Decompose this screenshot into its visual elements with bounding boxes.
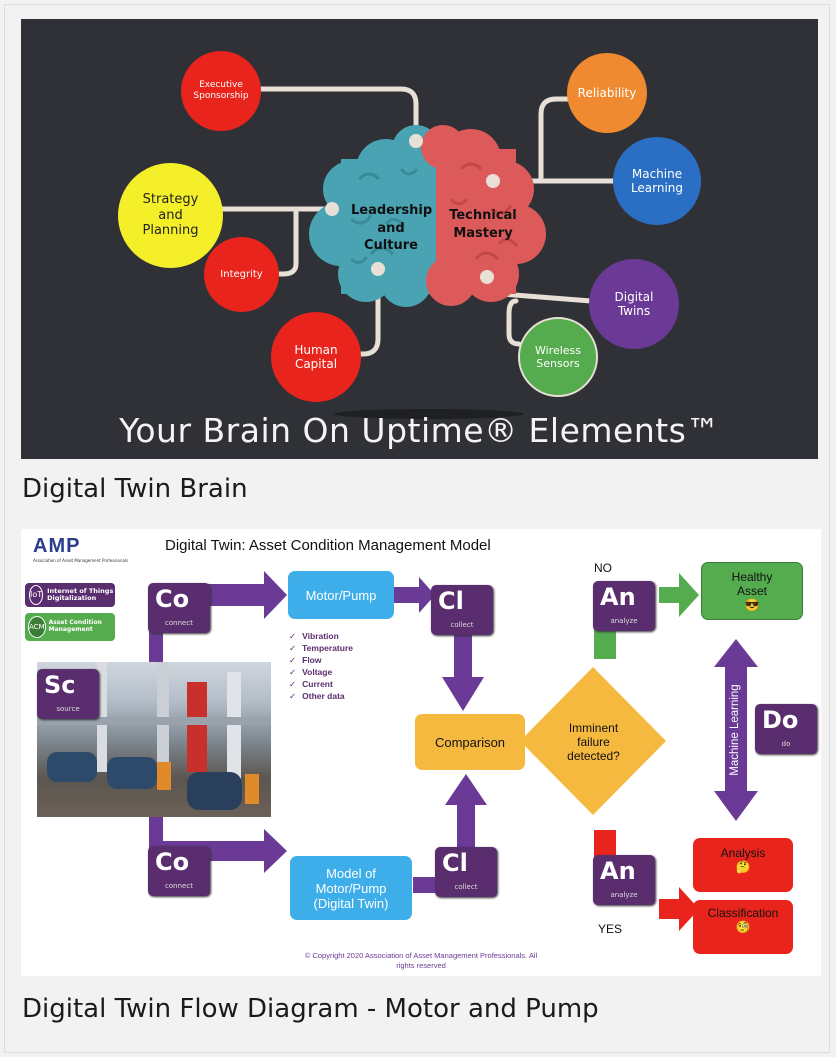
caption-flow: Digital Twin Flow Diagram - Motor and Pu…: [22, 994, 599, 1024]
tile-do-label: do: [781, 740, 791, 748]
tile-analyze-top: An analyze: [593, 581, 655, 631]
node-wireless-sensors: Wireless Sensors: [518, 317, 598, 397]
healthy-asset-box: Healthy Asset 😎: [701, 562, 803, 620]
data-item: ✓Other data: [289, 691, 345, 701]
classification-box: Classification 🧐: [693, 900, 793, 954]
amp-tagline: Association of Asset Management Professi…: [33, 558, 129, 563]
tile-source-label: source: [56, 705, 80, 713]
monocle-emoji-icon: 🧐: [735, 920, 751, 934]
right-lobe-label: Technical Mastery: [449, 208, 517, 241]
brain-infographic: Leadership and Culture Technical Mastery…: [21, 19, 818, 459]
acm-label: Asset Condition Management: [48, 619, 102, 633]
check-icon: ✓: [289, 691, 297, 701]
check-icon: ✓: [289, 667, 297, 677]
tile-collect-bottom: Cl collect: [435, 847, 497, 897]
node-executive-sponsorship: Executive Sponsorship: [181, 51, 261, 131]
tile-connect-bottom-symbol: Co: [155, 848, 190, 876]
data-item: ✓Temperature: [289, 643, 353, 653]
decision-text: Imminent failure detected?: [567, 721, 620, 763]
caption-brain: Digital Twin Brain: [22, 474, 248, 504]
tile-connect-top-label: connect: [165, 619, 193, 627]
tile-connect-bottom: Co connect: [148, 846, 210, 896]
data-item: ✓Vibration: [289, 631, 339, 641]
check-icon: ✓: [289, 643, 297, 653]
analysis-box: Analysis 🤔: [693, 838, 793, 892]
tile-analyze-bottom: An analyze: [593, 855, 655, 905]
no-label: NO: [594, 561, 612, 575]
check-icon: ✓: [289, 679, 297, 689]
tile-connect-top-symbol: Co: [155, 585, 190, 613]
connector-integrity: [273, 206, 299, 277]
connector-executive: [253, 86, 419, 142]
iot-icon: IoT: [29, 585, 44, 605]
data-item: ✓Flow: [289, 655, 322, 665]
slogan: Your Brain On Uptime® Elements™: [119, 411, 720, 450]
brain-left-lobe: [309, 125, 440, 307]
classification-label: Classification: [707, 906, 779, 920]
check-icon: ✓: [289, 631, 297, 641]
tile-do-symbol: Do: [762, 706, 799, 734]
tile-connect-top: Co connect: [148, 583, 210, 633]
node-digital-twins: Digital Twins: [589, 259, 679, 349]
left-lobe-label: Leadership and Culture: [351, 203, 433, 254]
data-item: ✓Current: [289, 679, 333, 689]
tile-collect-bottom-label: collect: [454, 883, 478, 891]
comparison-box: Comparison: [415, 714, 525, 770]
amp-logo: AMP Association of Asset Management Prof…: [33, 535, 129, 563]
node-human-capital: Human Capital: [271, 312, 361, 402]
tile-collect-top: Cl collect: [431, 585, 493, 635]
thinking-emoji-icon: 🤔: [735, 860, 751, 874]
node-strategy-planning: Strategy and Planning: [118, 163, 223, 268]
tile-analyze-top-label: analyze: [610, 617, 638, 625]
tile-analyze-top-symbol: An: [600, 583, 636, 611]
flow-diagram: AMP Association of Asset Management Prof…: [21, 529, 821, 976]
connector-wireless: [506, 298, 522, 347]
amp-logo-text: AMP: [33, 535, 81, 557]
tile-source: Sc source: [37, 669, 99, 719]
analysis-label: Analysis: [720, 846, 766, 860]
cool-emoji-icon: 😎: [744, 598, 760, 612]
acm-badge: ACM Asset Condition Management: [25, 613, 115, 641]
flow-title: Digital Twin: Asset Condition Management…: [165, 537, 491, 554]
brain-right-lobe: [421, 125, 546, 306]
tile-connect-bottom-label: connect: [165, 882, 193, 890]
iot-label: Internet of Things Digitalization: [47, 586, 114, 602]
node-machine-learning: Machine Learning: [613, 137, 701, 225]
tile-collect-bottom-symbol: Cl: [442, 849, 468, 877]
tile-collect-top-label: collect: [450, 621, 474, 629]
brain-graphic: [218, 86, 616, 419]
tile-do: Do do: [755, 704, 817, 754]
node-integrity: Integrity: [204, 237, 279, 312]
pump-photo: [37, 662, 271, 817]
check-icon: ✓: [289, 655, 297, 665]
iot-badge: IoT Internet of Things Digitalization: [25, 583, 115, 607]
healthy-asset-label: Healthy Asset: [731, 570, 773, 598]
node-reliability: Reliability: [567, 53, 647, 133]
tile-source-symbol: Sc: [44, 671, 76, 699]
acm-icon: ACM: [28, 616, 46, 638]
tile-analyze-bottom-symbol: An: [600, 857, 636, 885]
tile-collect-top-symbol: Cl: [438, 587, 464, 615]
connector-reliability: [490, 96, 572, 184]
data-item: ✓Voltage: [289, 667, 333, 677]
connector-human: [353, 266, 381, 357]
motor-pump-box: Motor/Pump: [288, 571, 394, 619]
digital-twin-model-box: Model of Motor/Pump (Digital Twin): [290, 856, 412, 920]
tile-analyze-bottom-label: analyze: [610, 891, 638, 899]
yes-label: YES: [598, 922, 623, 936]
copyright: © Copyright 2020 Association of Asset Ma…: [304, 951, 538, 970]
sensor-data-list: ✓Vibration ✓Temperature ✓Flow ✓Voltage ✓…: [289, 630, 353, 702]
machine-learning-label: Machine Learning: [729, 684, 741, 776]
